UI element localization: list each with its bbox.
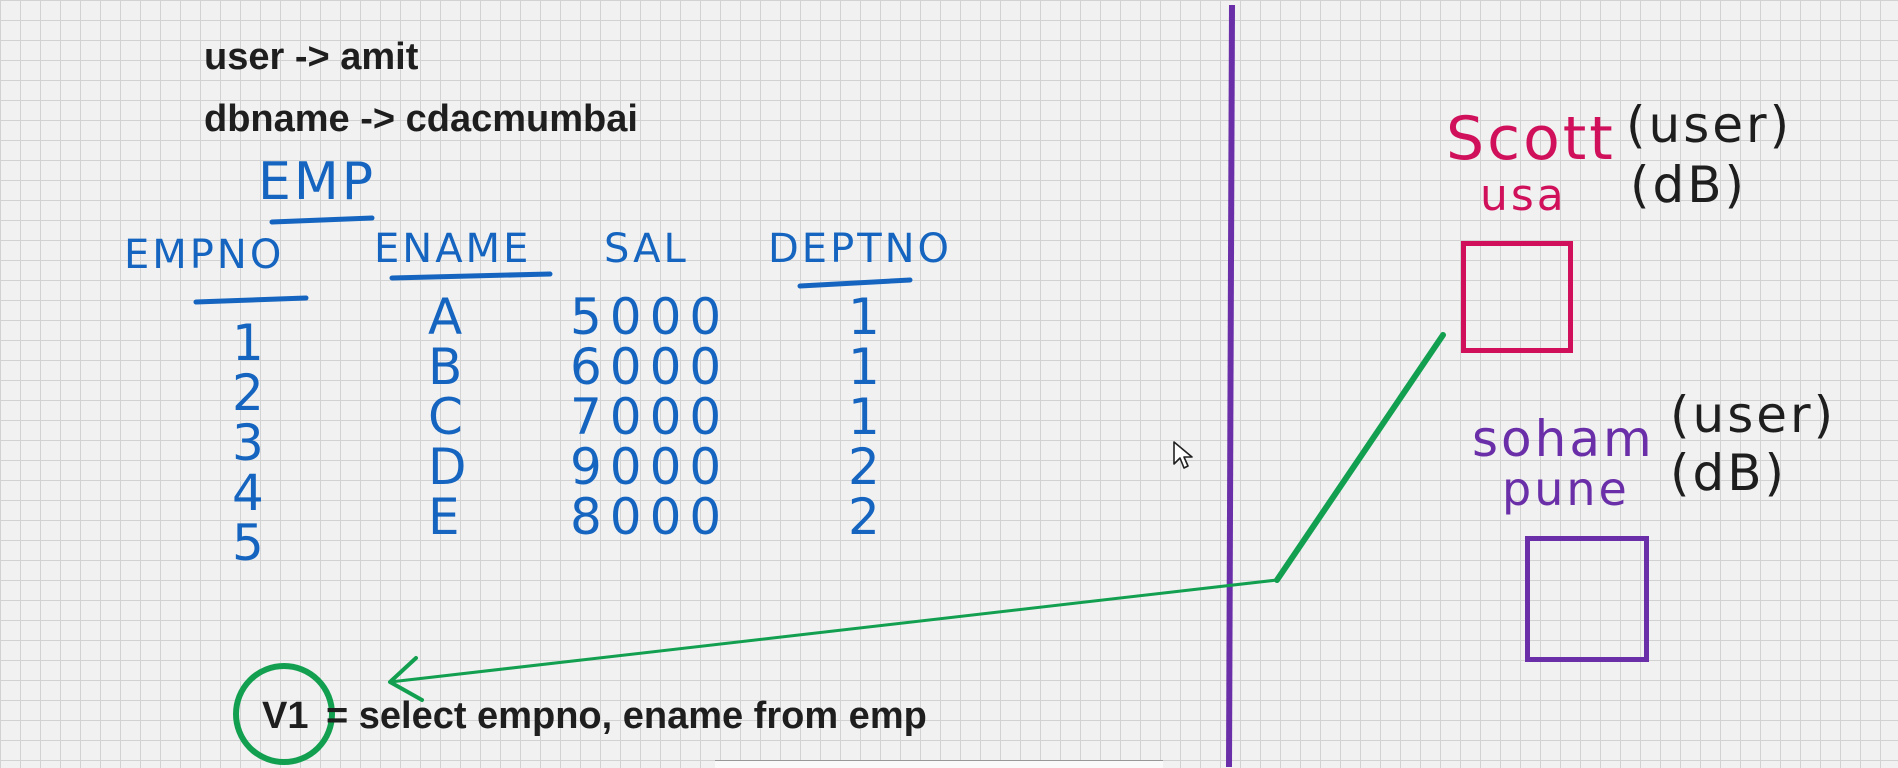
cell-empno-5: 5 — [232, 514, 264, 572]
cell-deptno-4: 2 — [848, 438, 880, 496]
vertical-divider-line — [1226, 4, 1235, 767]
cell-ename-1: A — [428, 288, 463, 346]
ename-header-underline — [389, 271, 553, 281]
cell-sal-3: 7000 — [570, 388, 730, 446]
cell-sal-4: 9000 — [570, 438, 730, 496]
cell-deptno-2: 1 — [848, 338, 880, 396]
cell-empno-3: 3 — [232, 414, 264, 472]
column-sal: 5000 6000 7000 9000 8000 — [570, 292, 729, 542]
soham-db-box — [1525, 536, 1649, 662]
header-ename: ENAME — [374, 226, 532, 272]
green-connector-thick — [1274, 332, 1446, 583]
column-ename: A B C D E — [428, 292, 467, 542]
cell-sal-1: 5000 — [570, 288, 730, 346]
empno-header-underline — [193, 295, 309, 305]
cell-empno-4: 4 — [232, 464, 264, 522]
cell-ename-4: D — [428, 438, 467, 496]
view-query-text: = select empno, ename from emp — [326, 695, 927, 737]
arrow-head-icon — [388, 656, 424, 702]
v1-circle — [233, 663, 335, 765]
usa-db-name: usa — [1480, 170, 1567, 221]
cell-sal-5: 8000 — [570, 488, 730, 546]
cell-deptno-3: 1 — [848, 388, 880, 446]
header-empno: EMPNO — [124, 232, 285, 278]
scott-db-box — [1461, 241, 1573, 353]
dbname-line: dbname -> cdacmumbai — [204, 98, 638, 140]
scott-name: Scott — [1446, 104, 1616, 174]
cell-ename-2: B — [428, 338, 463, 396]
table-title: EMP — [258, 152, 377, 212]
user-line: user -> amit — [204, 36, 419, 78]
soham-name: soham — [1472, 410, 1655, 468]
scott-user-tag: (user) — [1626, 96, 1793, 154]
usa-db-tag: (dB) — [1630, 156, 1748, 214]
cell-ename-5: E — [428, 488, 460, 546]
cell-empno-2: 2 — [232, 364, 264, 422]
cell-sal-2: 6000 — [570, 338, 730, 396]
v1-label: V1 — [262, 695, 309, 737]
soham-user-tag: (user) — [1670, 386, 1837, 444]
cell-empno-1: 1 — [232, 314, 264, 372]
green-connector-arrow-line — [389, 578, 1278, 684]
header-sal: SAL — [604, 226, 689, 272]
cell-ename-3: C — [428, 388, 463, 446]
pune-db-name: pune — [1502, 462, 1630, 516]
emp-title-underline — [269, 215, 375, 225]
mouse-cursor-icon — [1173, 441, 1193, 469]
column-deptno: 1 1 1 2 2 — [848, 292, 880, 542]
pune-db-tag: (dB) — [1670, 444, 1788, 502]
column-empno: 1 2 3 4 5 — [232, 318, 264, 568]
bottom-toolbar-edge — [715, 760, 1163, 768]
deptno-header-underline — [797, 277, 913, 289]
header-deptno: DEPTNO — [768, 226, 953, 272]
cell-deptno-1: 1 — [848, 288, 880, 346]
cell-deptno-5: 2 — [848, 488, 880, 546]
